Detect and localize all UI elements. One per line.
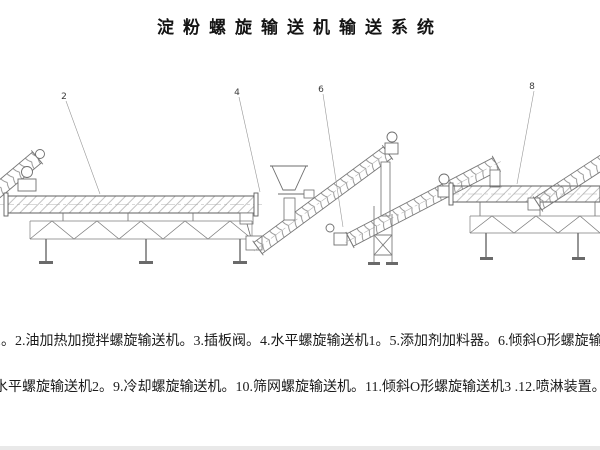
incline-conveyor-b [325, 155, 501, 249]
scan-edge-strip [0, 446, 600, 450]
support-tower [368, 206, 398, 265]
leader-line [322, 93, 344, 228]
leader-line [65, 100, 101, 195]
callout-numbers: 2 4 6 8 [61, 82, 535, 102]
drive-motor-icon [21, 166, 33, 178]
support-truss-2 [469, 215, 600, 260]
drive-motor-icon [386, 131, 398, 143]
callout-2: 2 [61, 92, 67, 102]
support-truss-1 [29, 220, 253, 264]
drop-chute [380, 161, 391, 217]
drive-motor-icon [438, 173, 450, 185]
parts-list-line-1: 1。2.油加热加搅拌螺旋输送机。3.插板阀。4.水平螺旋输送机1。5.添加剂加料… [0, 334, 600, 349]
parts-list-line-2: 水平螺旋输送机2。9.冷却螺旋输送机。10.筛网螺旋输送机。11.倾斜O形螺旋输… [0, 380, 600, 395]
incline-conveyor-a [245, 131, 399, 256]
leader-line [516, 90, 535, 185]
drawing-title: 淀粉螺旋输送机输送系统 [157, 18, 443, 37]
leader-lines [65, 90, 535, 228]
drive-motor-icon [325, 223, 335, 233]
callout-8: 8 [529, 82, 535, 92]
callout-4: 4 [234, 88, 240, 98]
discharge-chute [489, 169, 501, 188]
drive-motor-icon [35, 149, 45, 159]
callout-6: 6 [318, 85, 324, 95]
additive-hopper [270, 165, 315, 221]
discharge-chute [239, 212, 254, 225]
horizontal-conveyor-1 [3, 166, 259, 239]
leader-line [238, 96, 261, 193]
valve-handle [303, 189, 315, 199]
